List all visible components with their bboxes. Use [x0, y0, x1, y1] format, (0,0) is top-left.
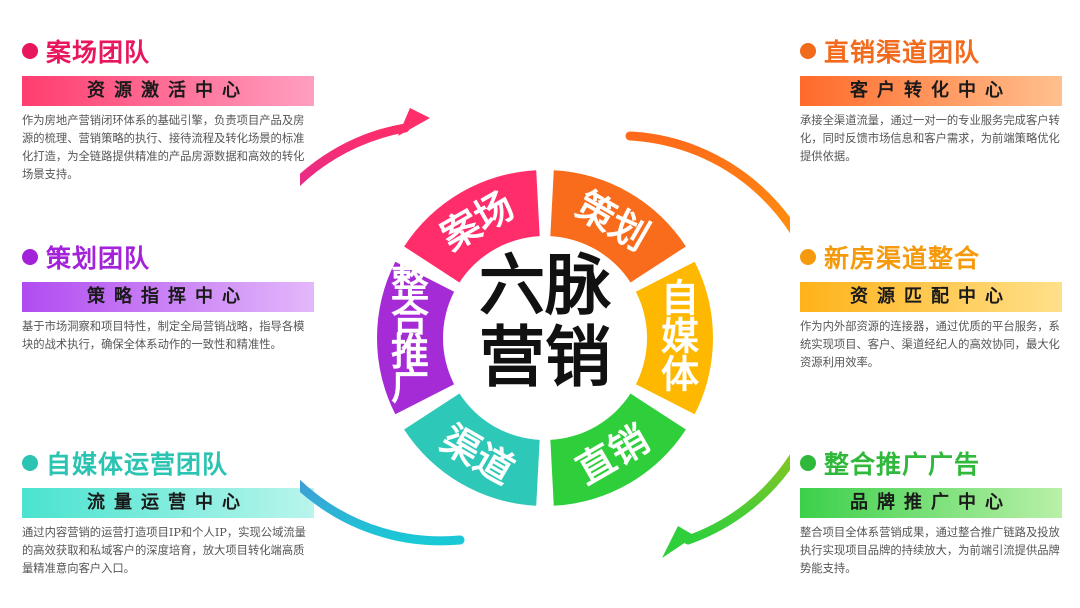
bullet-dot [22, 249, 38, 265]
wheel-label-promotion: 整合推广 [391, 262, 429, 408]
block-title: 直销渠道团队 [824, 38, 981, 67]
block-title: 新房渠道整合 [824, 244, 981, 273]
bullet-dot [800, 249, 816, 265]
bullet-dot [22, 43, 38, 59]
info-block-direct-sales: 直销渠道团队 客户转化中心 承接全渠道流量，通过一对一的专业服务完成客户转化，同… [800, 34, 1062, 166]
wheel-label-media: 自媒体 [661, 277, 699, 397]
wheel-segment-promotion [377, 261, 455, 415]
wheel-segment-channel [404, 393, 540, 506]
block-description: 整合项目全体系营销成果，通过整合推广链路及投放执行实现项目品牌的持续放大，为前端… [800, 526, 1060, 575]
block-title: 策划团队 [46, 244, 151, 273]
bullet-dot [800, 43, 816, 59]
block-subtitle: 资源匹配中心 [800, 282, 1062, 312]
block-subtitle: 资源激活中心 [22, 76, 314, 106]
info-block-channel-integration: 新房渠道整合 资源匹配中心 作为内外部资源的连接器，通过优质的平台服务，系统实现… [800, 240, 1062, 372]
arrow-head-top-icon [398, 108, 430, 136]
block-title: 自媒体运营团队 [46, 450, 229, 479]
block-subtitle: 品牌推广中心 [800, 488, 1062, 518]
cycle-arrow-right [625, 131, 790, 545]
info-block-planning-team: 策划团队 策略指挥中心 基于市场洞察和项目特性，制定全局营销战略，指导各模块的战… [22, 240, 314, 354]
arrow-head-bottom-icon [662, 526, 695, 558]
block-subtitle: 客户转化中心 [800, 76, 1062, 106]
info-block-case-team: 案场团队 资源激活中心 作为房地产营销闭环体系的基础引擎，负责项目产品及房源的梳… [22, 34, 314, 184]
wheel-segment-direct [550, 393, 686, 506]
block-description: 基于市场洞察和项目特性，制定全局营销战略，指导各模块的战术执行，确保全体系动作的… [22, 320, 305, 351]
center-title-line1: 六脉 [479, 247, 612, 324]
block-description: 承接全渠道流量，通过一对一的专业服务完成客户转化，同时反馈市场信息和客户需求，为… [800, 114, 1060, 163]
bullet-dot [800, 455, 816, 471]
center-title-line2: 营销 [479, 319, 611, 396]
block-description: 作为房地产营销闭环体系的基础引擎，负责项目产品及房源的梳理、营销策略的执行、接待… [22, 114, 305, 181]
block-subtitle: 策略指挥中心 [22, 282, 314, 312]
block-description: 通过内容营销的运营打造项目IP和个人IP，实现公域流量的高效获取和私域客户的深度… [22, 526, 306, 575]
cycle-arrow-left [300, 123, 465, 546]
wheel-segment-planning [550, 170, 686, 283]
bullet-dot [22, 455, 38, 471]
info-block-media-team: 自媒体运营团队 流量运营中心 通过内容营销的运营打造项目IP和个人IP，实现公域… [22, 446, 314, 578]
info-block-brand-promotion: 整合推广广告 品牌推广中心 整合项目全体系营销成果，通过整合推广链路及投放执行实… [800, 446, 1062, 578]
block-description: 作为内外部资源的连接器，通过优质的平台服务，系统实现项目、客户、渠道经纪人的高效… [800, 320, 1060, 369]
wheel-segment-media [635, 261, 713, 415]
wheel-segment-case [404, 170, 540, 283]
block-title: 案场团队 [46, 38, 151, 67]
block-title: 整合推广广告 [824, 450, 981, 479]
six-veins-wheel: 案场策划自媒体直销渠道整合推广 六脉 营销 [300, 108, 790, 558]
block-subtitle: 流量运营中心 [22, 488, 314, 518]
